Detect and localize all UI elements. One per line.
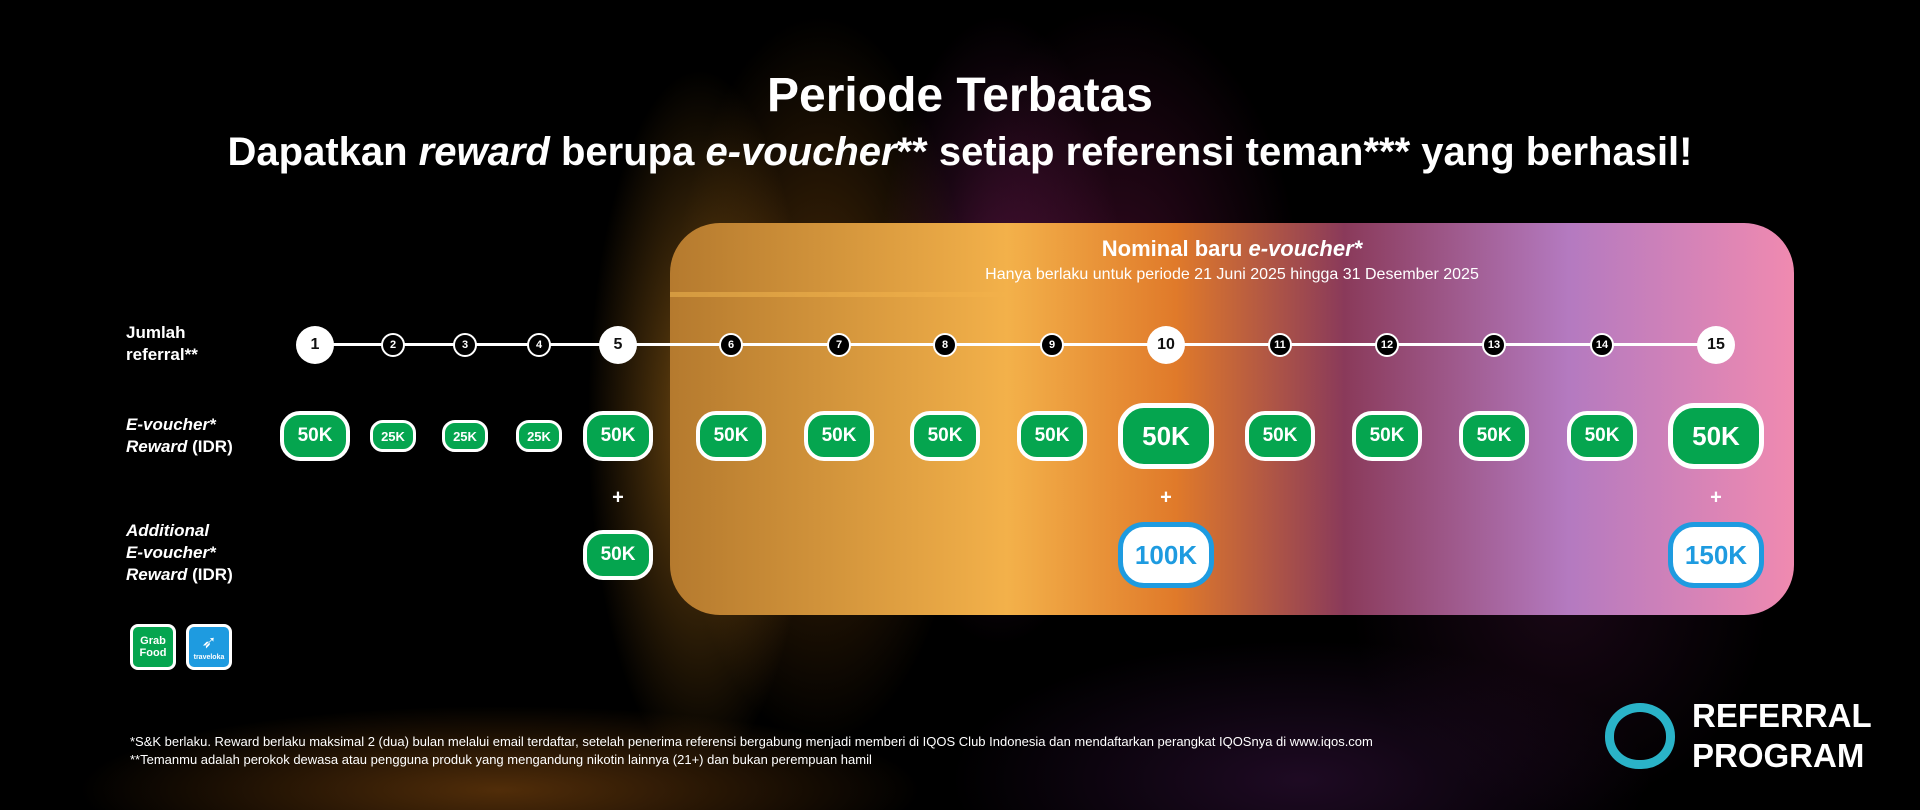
referral-step-5: 5 <box>599 326 637 364</box>
evoucher-reward-pill: 50K <box>1668 403 1764 469</box>
referral-step-13: 13 <box>1482 333 1506 357</box>
additional-reward-pill: 100K <box>1118 522 1214 588</box>
evoucher-reward-pill: 50K <box>910 411 980 461</box>
evoucher-reward-pill: 50K <box>583 411 653 461</box>
referral-step-4: 4 <box>527 333 551 357</box>
evoucher-reward-pill: 50K <box>804 411 874 461</box>
evoucher-reward-pill: 25K <box>442 420 488 452</box>
additional-reward-pill: 150K <box>1668 522 1764 588</box>
evoucher-reward-pill: 25K <box>370 420 416 452</box>
evoucher-reward-pill: 50K <box>1459 411 1529 461</box>
traveloka-logo: ➶traveloka <box>186 624 232 670</box>
referral-step-6: 6 <box>719 333 743 357</box>
referral-step-1: 1 <box>296 326 334 364</box>
frame-subtitle: Hanya berlaku untuk periode 21 Juni 2025… <box>985 266 1479 283</box>
referral-step-2: 2 <box>381 333 405 357</box>
evoucher-reward-pill: 50K <box>1118 403 1214 469</box>
plus-icon: + <box>1160 486 1172 509</box>
referral-step-12: 12 <box>1375 333 1399 357</box>
referral-step-7: 7 <box>827 333 851 357</box>
referral-step-8: 8 <box>933 333 957 357</box>
footnote-1: *S&K berlaku. Reward berlaku maksimal 2 … <box>130 734 1373 749</box>
referral-step-3: 3 <box>453 333 477 357</box>
plus-icon: + <box>1710 486 1722 509</box>
timeline-line <box>315 343 1716 346</box>
referral-step-10: 10 <box>1147 326 1185 364</box>
evoucher-reward-pill: 50K <box>696 411 766 461</box>
referral-step-15: 15 <box>1697 326 1735 364</box>
plus-icon: + <box>612 486 624 509</box>
frame-divider <box>670 292 1794 297</box>
referral-step-14: 14 <box>1590 333 1614 357</box>
referral-step-11: 11 <box>1268 333 1292 357</box>
page-title: Periode Terbatas <box>767 69 1153 122</box>
evoucher-reward-pill: 25K <box>516 420 562 452</box>
label-evoucher-reward: E-voucher*Reward (IDR) <box>126 415 233 456</box>
evoucher-reward-pill: 50K <box>1567 411 1637 461</box>
evoucher-reward-pill: 50K <box>280 411 350 461</box>
frame-title: Nominal baru e-voucher* <box>1101 236 1363 261</box>
additional-reward-pill: 50K <box>583 530 653 580</box>
evoucher-reward-pill: 50K <box>1245 411 1315 461</box>
page-subtitle: Dapatkan reward berupa e-voucher** setia… <box>227 130 1693 174</box>
bird-icon: ➶ <box>201 632 217 652</box>
referral-step-9: 9 <box>1040 333 1064 357</box>
evoucher-reward-pill: 50K <box>1352 411 1422 461</box>
footnote-2: **Temanmu adalah perokok dewasa atau pen… <box>130 752 872 767</box>
referral-program-logo-icon <box>1605 703 1675 769</box>
evoucher-reward-pill: 50K <box>1017 411 1087 461</box>
